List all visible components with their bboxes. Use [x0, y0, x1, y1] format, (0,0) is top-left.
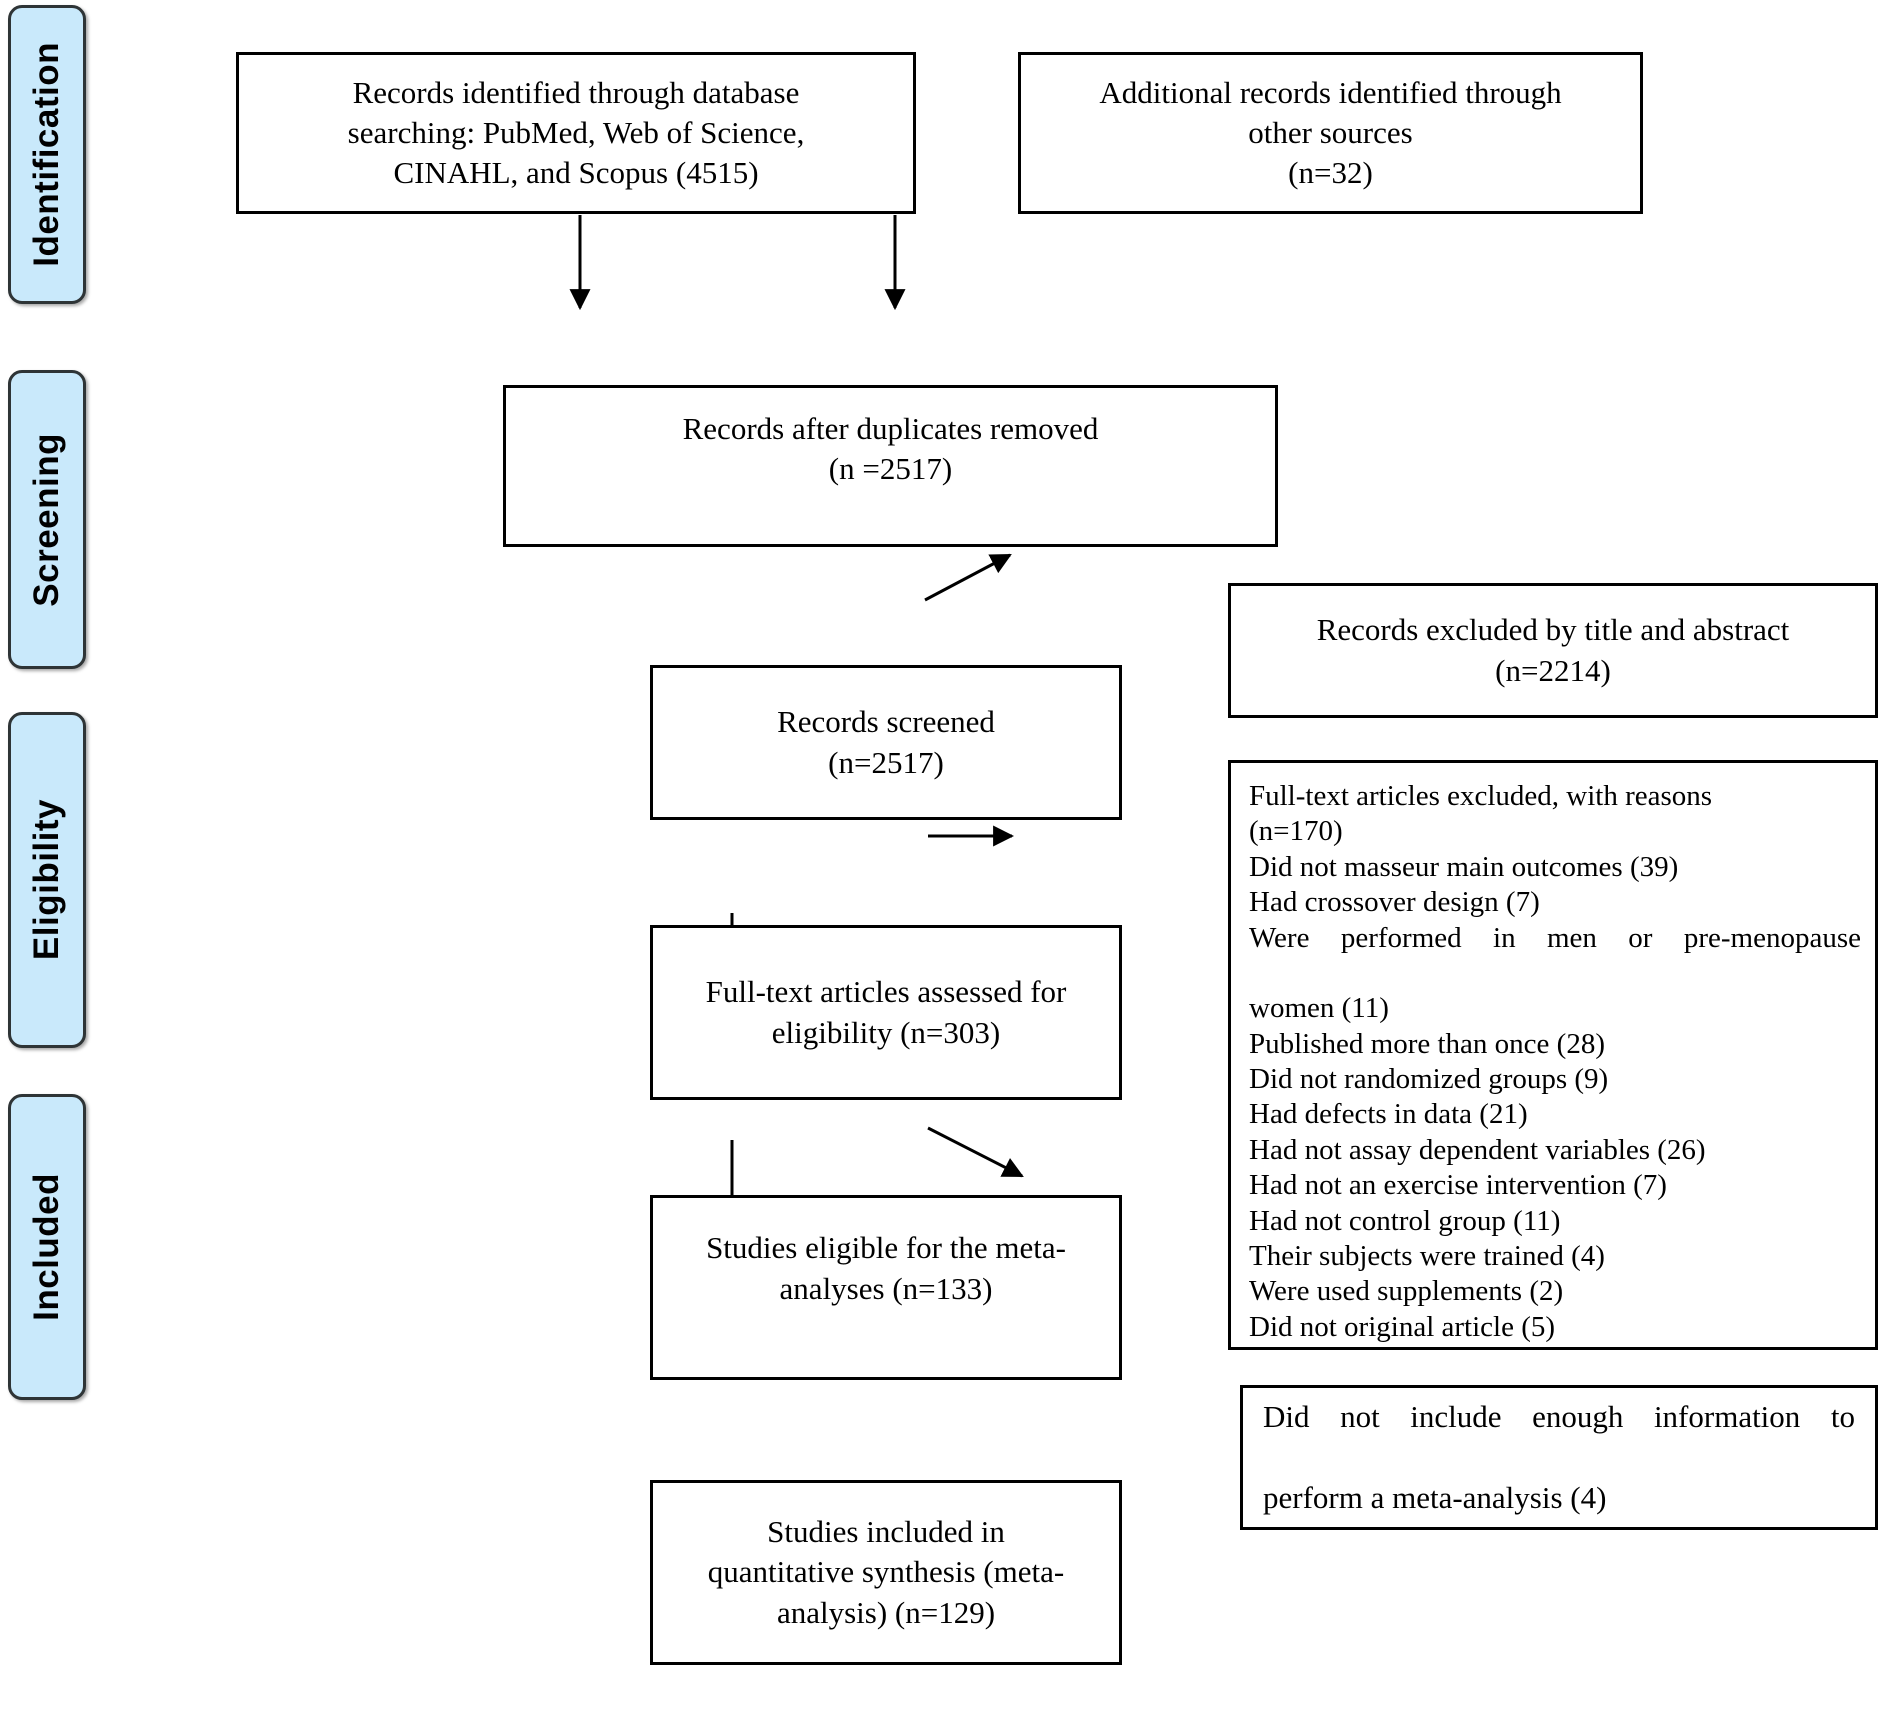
- reasons-total: (n=170): [1249, 815, 1343, 848]
- box-line: other sources: [1248, 114, 1413, 150]
- box-line: Full-text articles assessed for: [705, 974, 1067, 1010]
- box-studies-eligible-meta-analyses: Studies eligible for the meta- analyses …: [650, 1195, 1122, 1380]
- reason-item: Did not masseur main outcomes (39): [1249, 850, 1679, 883]
- box-line: Studies included in: [767, 1514, 1005, 1550]
- box-records-identified-database: Records identified through database sear…: [236, 52, 916, 214]
- reasons-heading: Full-text articles excluded, with reason…: [1249, 780, 1713, 812]
- reason-item: Had defects in data (21): [1249, 1098, 1528, 1131]
- reason-item: Had not assay dependent variables (26): [1249, 1133, 1706, 1166]
- reason-item: Were used supplements (2): [1249, 1275, 1564, 1308]
- reason-item: Did not original article (5): [1249, 1310, 1556, 1343]
- box-line: searching: PubMed, Web of Science,: [347, 114, 805, 150]
- box-fulltext-assessed-eligibility: Full-text articles assessed for eligibil…: [650, 925, 1122, 1100]
- box-records-after-duplicates: Records after duplicates removed (n =251…: [503, 385, 1278, 547]
- reason-item: Were performed in men or pre-menopause: [1249, 921, 1861, 954]
- stage-label-identification: Identification: [8, 5, 86, 304]
- stage-label-screening: Screening: [8, 370, 86, 669]
- box-line: (n=32): [1288, 155, 1373, 191]
- reason-item: Published more than once (28): [1249, 1027, 1605, 1060]
- reason-item: women (11): [1249, 992, 1389, 1025]
- box-records-excluded-title-abstract: Records excluded by title and abstract (…: [1228, 583, 1878, 718]
- box-line: Records identified through database: [352, 74, 800, 110]
- stage-label-eligibility-text: Eligibility: [27, 799, 66, 961]
- stage-label-identification-text: Identification: [27, 42, 66, 267]
- reason-item: Did not randomized groups (9): [1249, 1063, 1609, 1095]
- reason-item: Had crossover design (7): [1249, 886, 1540, 919]
- box-studies-included-quantitative: Studies included in quantitative synthes…: [650, 1480, 1122, 1665]
- box-line: Records excluded by title and abstract: [1316, 612, 1790, 648]
- box-line: Did not include enough information to: [1263, 1399, 1855, 1435]
- box-line: analysis) (n=129): [776, 1594, 996, 1630]
- box-line: (n=2214): [1495, 652, 1611, 688]
- arrow-eligible-to-notenough: [927, 1126, 1024, 1178]
- box-not-enough-information: Did not include enough information to pe…: [1240, 1385, 1878, 1530]
- box-line: Studies eligible for the meta-: [706, 1230, 1066, 1266]
- box-line: CINAHL, and Scopus (4515): [393, 155, 759, 191]
- arrow-screened-to-excluded: [924, 553, 1012, 602]
- box-records-screened: Records screened (n=2517): [650, 665, 1122, 820]
- box-line: (n=2517): [828, 744, 944, 780]
- box-line: analyses (n=133): [779, 1270, 993, 1306]
- box-line: perform a meta-analysis (4): [1263, 1479, 1607, 1515]
- reason-item: Had not an exercise intervention (7): [1249, 1169, 1667, 1202]
- stage-label-eligibility: Eligibility: [8, 712, 86, 1048]
- box-line: Additional records identified through: [1099, 74, 1562, 110]
- box-line: Records screened: [777, 704, 995, 740]
- box-additional-records-other-sources: Additional records identified through ot…: [1018, 52, 1643, 214]
- box-line: Records after duplicates removed: [682, 410, 1099, 446]
- box-line: (n =2517): [828, 451, 953, 486]
- reason-item: Their subjects were trained (4): [1249, 1239, 1605, 1272]
- stage-label-included: Included: [8, 1094, 86, 1400]
- box-fulltext-excluded-reasons: Full-text articles excluded, with reason…: [1228, 760, 1878, 1350]
- box-line: eligibility (n=303): [771, 1014, 1001, 1050]
- stage-label-included-text: Included: [27, 1173, 66, 1321]
- stage-label-screening-text: Screening: [27, 432, 66, 607]
- reason-item: Had not control group (11): [1249, 1204, 1561, 1237]
- box-line: quantitative synthesis (meta-: [707, 1554, 1065, 1590]
